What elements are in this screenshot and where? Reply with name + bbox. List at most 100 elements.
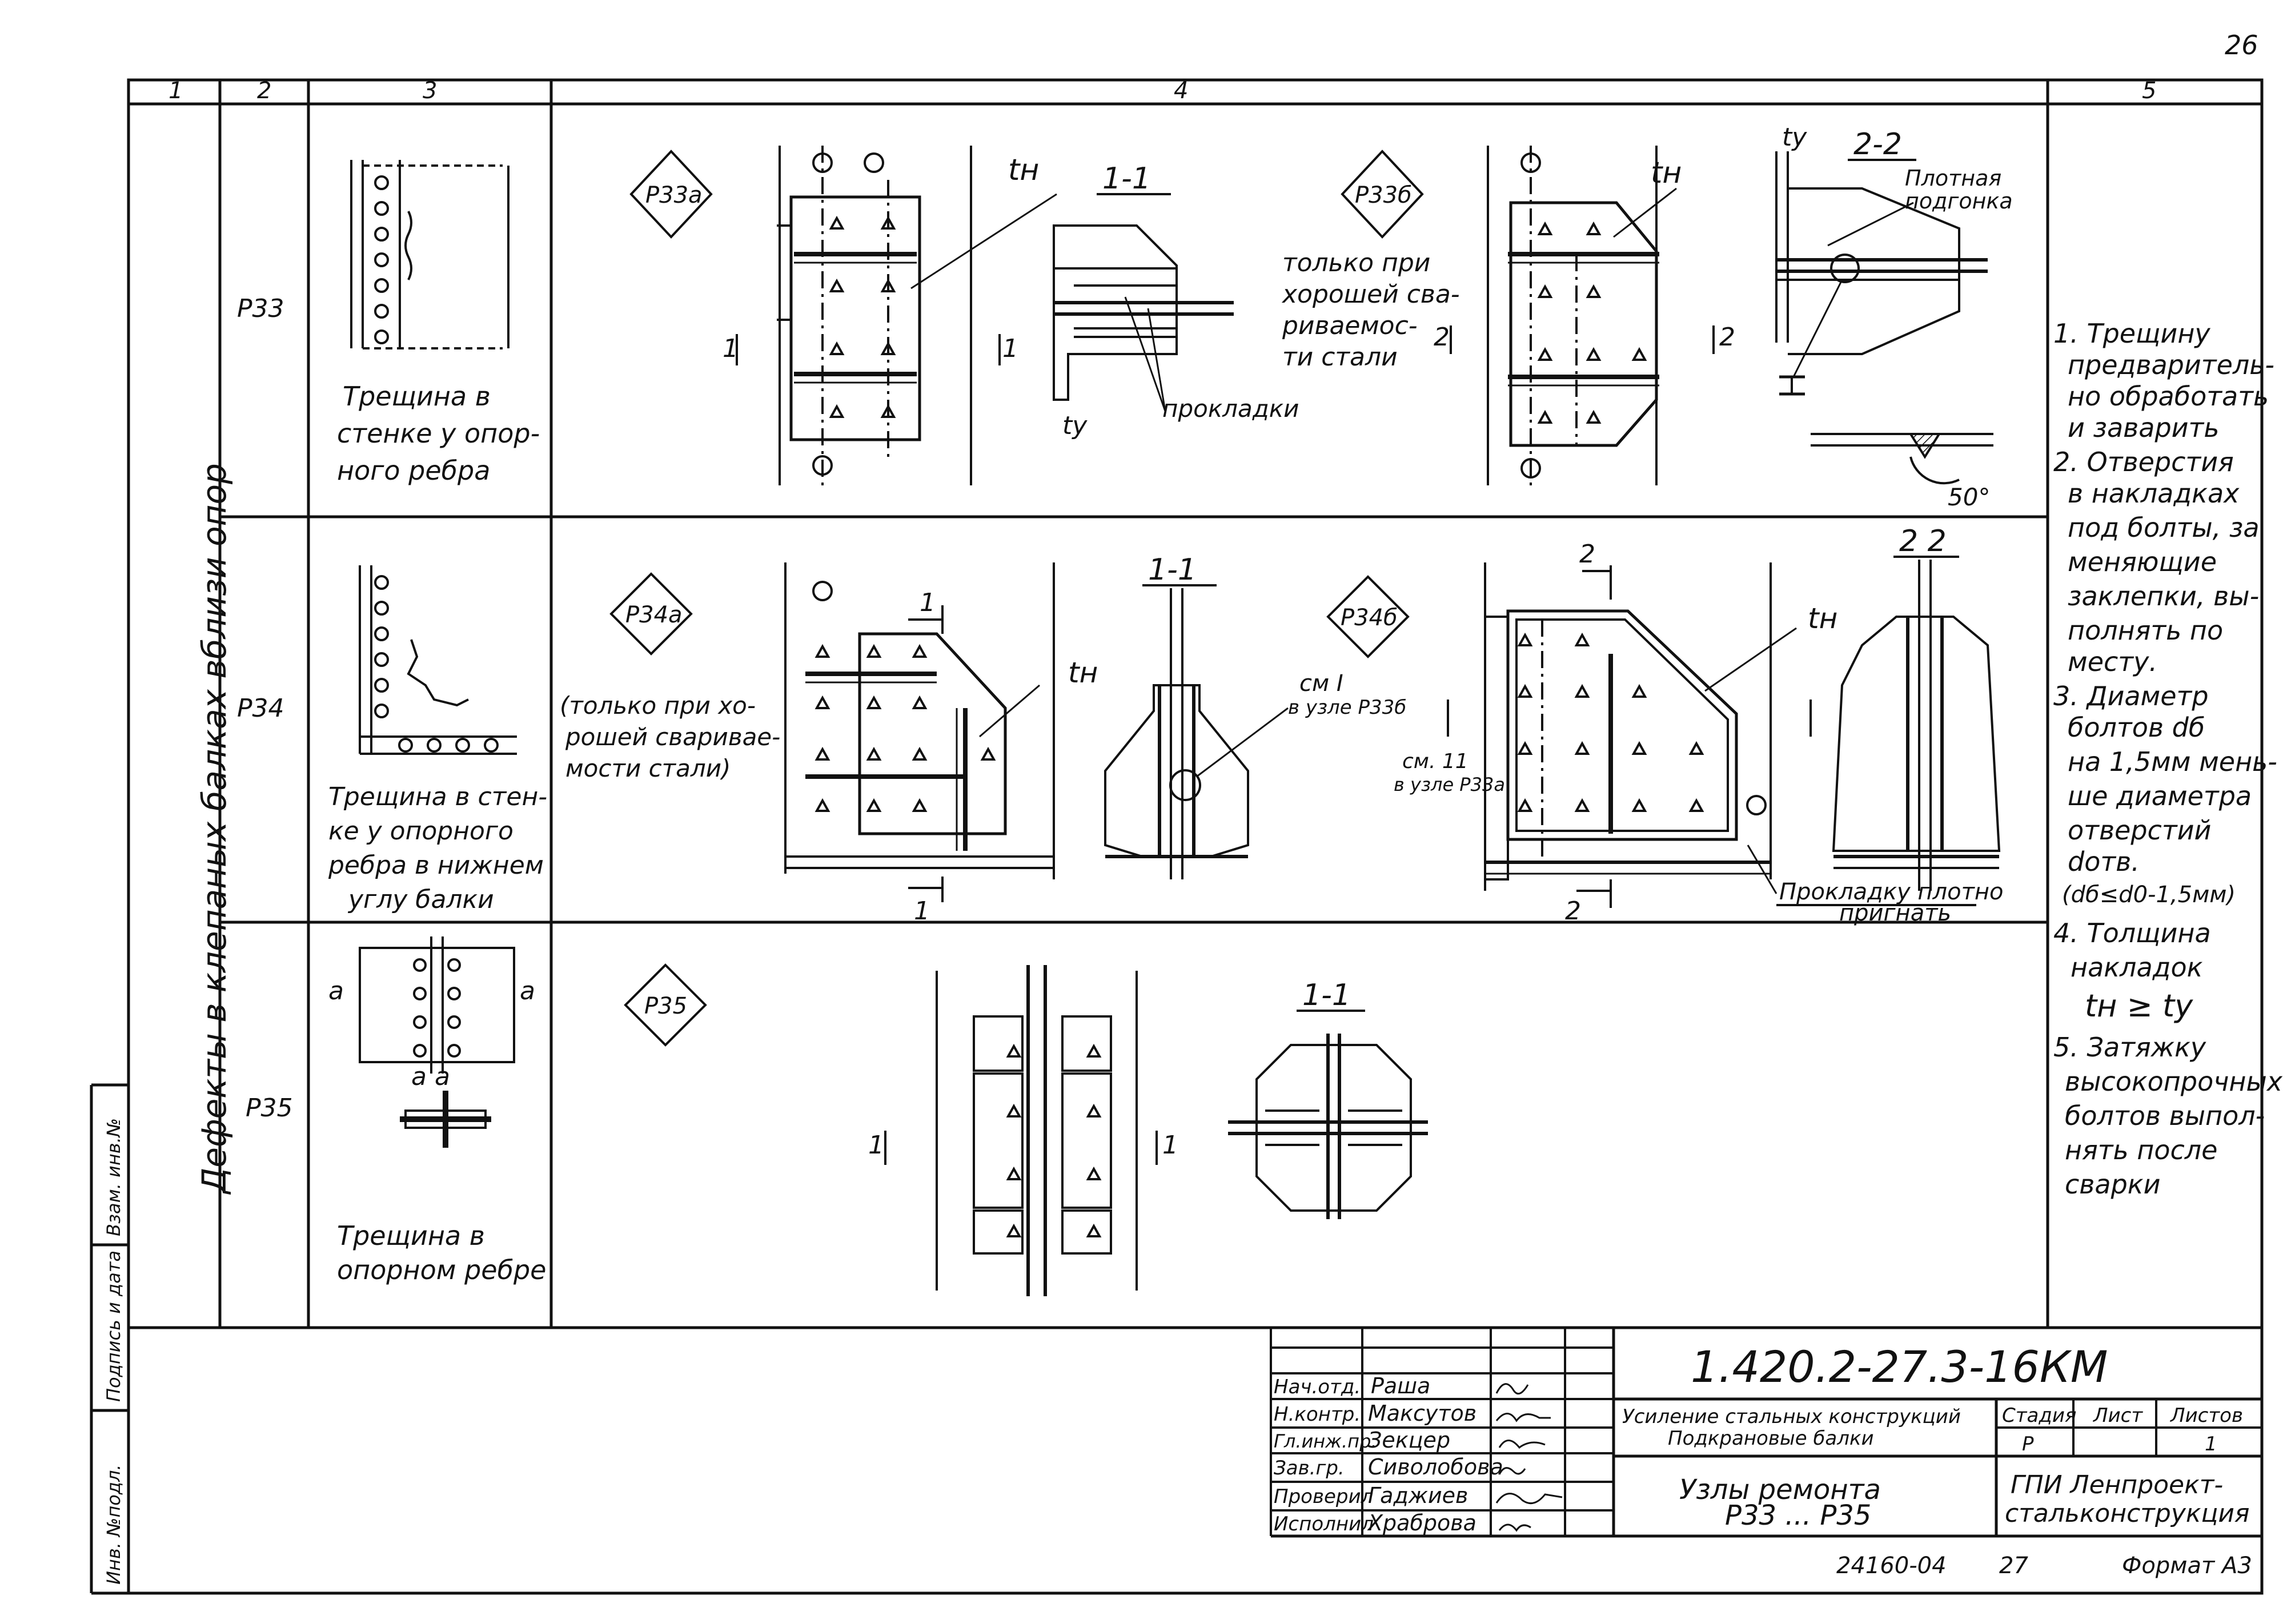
frame	[90, 78, 2264, 1595]
project-title: Усиление стальных конструкций	[1622, 1405, 1961, 1428]
sketch-r33-crack	[350, 160, 509, 349]
marker-r33b: Р33б	[1341, 150, 1424, 239]
r34a-mark: 1	[914, 897, 930, 926]
row-code: Р33	[237, 294, 284, 323]
r35-label-a: а	[520, 976, 535, 1006]
row-code: Р35	[246, 1094, 293, 1123]
svg-text:сварки: сварки	[2065, 1169, 2160, 1200]
svg-text:углу балки: углу балки	[347, 885, 494, 914]
section-heading: Дефекты в клепаных балках вблизи опор	[195, 463, 234, 1195]
sheets-value: 1	[2205, 1433, 2217, 1456]
column-number: 5	[2142, 78, 2156, 104]
detail-r33b-section	[1775, 151, 1993, 485]
detail-r33b-plan	[1487, 146, 1677, 485]
signatures	[1495, 1383, 1563, 1532]
r34a-mark: 1	[920, 588, 936, 617]
svg-text:Гл.инж.пр.: Гл.инж.пр.	[1274, 1430, 1377, 1452]
r33b-sec22: 2-2	[1853, 127, 1902, 162]
svg-text:1. Трещину: 1. Трещину	[2053, 318, 2210, 349]
row-code: Р34	[237, 694, 284, 723]
svg-text:месту.: месту.	[2068, 646, 2157, 677]
svg-text:и заварить: и заварить	[2068, 412, 2219, 443]
r34a-see-I: в узле Р33б	[1288, 696, 1406, 719]
detail-r34b-plan	[1484, 562, 1797, 908]
r33b-mark: 2	[1434, 323, 1450, 352]
svg-text:болтов выпол-: болтов выпол-	[2065, 1100, 2265, 1131]
svg-text:dотв.: dотв.	[2068, 846, 2140, 877]
section-marks	[1447, 700, 1812, 737]
svg-text:2. Отверстия: 2. Отверстия	[2053, 447, 2234, 477]
r35-label-aa: а а	[411, 1062, 450, 1091]
stage-label: Стадия	[2002, 1404, 2076, 1427]
organization: ГПИ Ленпроект-	[2011, 1470, 2223, 1500]
svg-text:Гаджиев: Гаджиев	[1368, 1483, 1468, 1508]
svg-text:меняющие: меняющие	[2068, 546, 2217, 577]
r34b-mark: 2	[1565, 897, 1581, 926]
stage-value: Р	[2022, 1433, 2034, 1456]
svg-text:ше диаметра: ше диаметра	[2068, 781, 2252, 811]
r34a-see-I: см I	[1299, 670, 1343, 697]
svg-text:под болты, за: под болты, за	[2068, 512, 2260, 543]
column-number: 1	[168, 78, 183, 104]
svg-text:Зав.гр.: Зав.гр.	[1274, 1457, 1345, 1480]
svg-text:Сиволобова: Сиволобова	[1368, 1454, 1503, 1480]
svg-text:4. Толщина: 4. Толщина	[2053, 918, 2211, 948]
marker-r34b: Р34б	[1326, 575, 1410, 658]
svg-text:5. Затяжку: 5. Затяжку	[2053, 1032, 2206, 1063]
svg-text:tн ≥ tу: tн ≥ tу	[2085, 988, 2193, 1024]
detail-r35-plan	[884, 965, 1158, 1296]
svg-text:опорном ребре: опорном ребре	[337, 1255, 546, 1285]
sketch-r35-crack	[359, 936, 515, 1148]
detail-r33a-section	[1053, 224, 1234, 412]
detail-r34a-plan	[784, 562, 1055, 902]
marker-r34a: Р34а	[609, 572, 693, 656]
sheet-title: Узлы ремонта	[1679, 1474, 1881, 1506]
svg-text:риваемос-: риваемос-	[1282, 311, 1418, 340]
svg-text:на 1,5мм мень-: на 1,5мм мень-	[2068, 746, 2277, 777]
svg-text:Р33а: Р33а	[645, 182, 703, 208]
svg-text:ребра в нижнем: ребра в нижнем	[328, 851, 544, 880]
r33b-ty: tу	[1782, 123, 1807, 152]
r34b-see-11: в узле Р33а	[1394, 774, 1505, 795]
r33a-padding: прокладки	[1162, 395, 1299, 423]
svg-text:Максутов: Максутов	[1368, 1401, 1476, 1426]
r34b-label-tn: tн	[1808, 602, 1837, 635]
svg-text:Трещина в стен-: Трещина в стен-	[328, 782, 547, 811]
archive-number: 24160-04	[1836, 1553, 1947, 1579]
staff-list: Нач.отд. Раша Н.контр. Максутов Гл.инж.п…	[1274, 1373, 1503, 1535]
paper-format: Формат А3	[2122, 1553, 2252, 1579]
r33a-label-tn: tн	[1008, 153, 1039, 187]
r33b-mark: 2	[1719, 323, 1735, 352]
svg-text:рошей сваривае-: рошей сваривае-	[565, 723, 780, 751]
notes: 1. Трещину предваритель- но обработать и…	[2053, 318, 2283, 1200]
marker-r35: Р35	[624, 963, 707, 1047]
r34a-label-tn: tн	[1068, 656, 1098, 689]
side-stamp-sign: Подпись и дата	[103, 1251, 125, 1402]
svg-text:накладок: накладок	[2071, 952, 2203, 983]
svg-text:только при: только при	[1282, 248, 1430, 278]
detail-r34b-section	[1832, 560, 2001, 891]
svg-text:мости стали): мости стали)	[565, 754, 731, 782]
svg-text:Р34а: Р34а	[625, 602, 683, 628]
column-number: 4	[1174, 78, 1188, 104]
organization: стальконструкция	[2005, 1499, 2249, 1528]
svg-text:Трещина в: Трещина в	[343, 381, 491, 412]
svg-text:высокопрочных: высокопрочных	[2065, 1066, 2283, 1097]
r33a-mark: 1	[1002, 334, 1018, 363]
svg-text:(только при хо-: (только при хо-	[560, 692, 756, 719]
column-number: 2	[257, 78, 271, 104]
sketch-r34-crack	[359, 565, 517, 755]
description-r33: Трещина в стенке у опор- ного ребра	[337, 381, 540, 486]
svg-text:отверстий: отверстий	[2068, 815, 2211, 846]
detail-r35-section	[1228, 1034, 1428, 1219]
title-block	[1270, 1328, 2262, 1538]
project-subtitle: Подкрановые балки	[1668, 1427, 1874, 1450]
svg-text:(dб≤d0-1,5мм): (dб≤d0-1,5мм)	[2062, 882, 2236, 908]
svg-text:нять после: нять после	[2065, 1135, 2218, 1165]
svg-text:Р33б: Р33б	[1355, 182, 1412, 208]
description-r34: Трещина в стен- ке у опорного ребра в ни…	[328, 782, 547, 914]
r35-mark: 1	[868, 1131, 884, 1160]
svg-text:Храброва: Храброва	[1367, 1510, 1476, 1535]
r34b-sec22: 2 2	[1899, 524, 1947, 558]
